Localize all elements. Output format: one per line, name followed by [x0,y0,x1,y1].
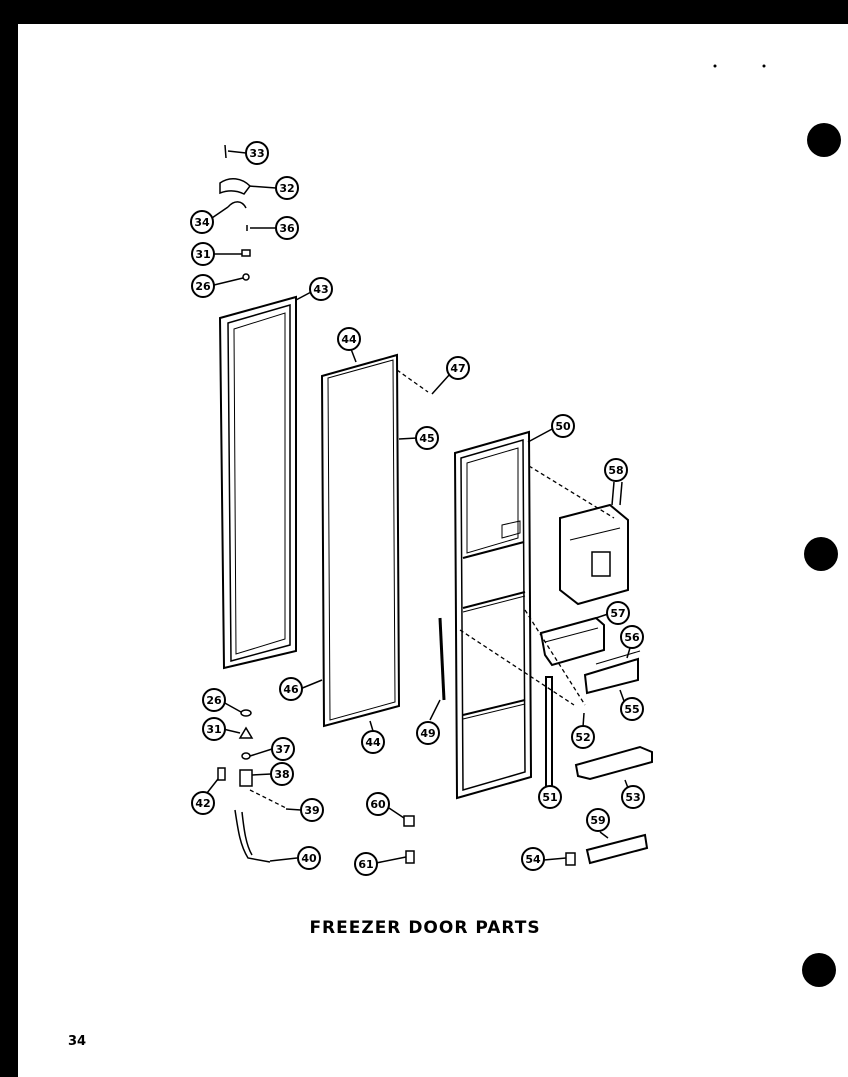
page-sheet [18,24,848,1077]
callout-32: 32 [275,176,299,200]
svg-text:43: 43 [313,283,328,296]
svg-text:50: 50 [555,420,571,433]
callout-55: 55 [620,697,644,721]
callout-59: 59 [586,808,610,832]
callout-39: 39 [300,798,324,822]
callout-38: 38 [270,762,294,786]
actuator-lever [574,745,653,781]
svg-text:60: 60 [370,798,386,811]
page-number: 34 [68,1034,87,1049]
svg-text:53: 53 [625,791,640,804]
callout-49: 49 [416,721,440,745]
callout-40: 40 [297,846,321,870]
callout-44-top: 44 [337,327,361,351]
door-gasket [218,295,297,670]
callout-37: 37 [271,737,295,761]
svg-text:32: 32 [279,182,294,195]
svg-text:44: 44 [365,736,381,749]
inner-door-liner [453,430,533,800]
callout-53: 53 [621,785,645,809]
callout-50: 50 [551,414,575,438]
callout-56: 56 [620,625,644,649]
callout-47: 47 [446,356,470,380]
svg-text:47: 47 [450,362,465,375]
punch-hole-bottom [802,953,836,987]
leader-dashes [249,369,615,809]
svg-text:58: 58 [608,464,623,477]
callout-34: 34 [190,210,214,234]
speck [762,64,766,68]
svg-text:57: 57 [610,607,625,620]
callout-57: 57 [606,601,630,625]
cover-strip [545,676,553,788]
callout-46: 46 [279,677,303,701]
callout-61: 61 [354,852,378,876]
callout-58: 58 [604,458,628,482]
drip-tray [539,616,605,667]
callout-42: 42 [191,791,215,815]
svg-text:49: 49 [420,727,435,740]
door-panel [320,353,401,728]
svg-text:54: 54 [525,853,541,866]
dispenser-housing [559,481,629,606]
callout-45: 45 [415,426,439,450]
callout-33: 33 [245,141,269,165]
punch-hole-middle [804,537,838,571]
tray-grille [583,650,641,695]
callout-31-bottom: 31 [202,717,226,741]
svg-text:37: 37 [275,743,290,756]
svg-text:45: 45 [419,432,434,445]
svg-text:52: 52 [575,731,590,744]
svg-text:26: 26 [195,280,211,293]
callout-43: 43 [309,277,333,301]
callout-26: 26 [191,274,215,298]
svg-text:56: 56 [624,631,640,644]
gasket-strip [438,617,446,701]
top-hinge-parts [219,144,251,281]
callout-36: 36 [275,216,299,240]
svg-text:33: 33 [249,147,264,160]
svg-text:31: 31 [195,248,210,261]
diagram-caption: FREEZER DOOR PARTS [309,918,541,938]
callout-60: 60 [366,792,390,816]
svg-text:46: 46 [283,683,299,696]
punch-hole-top [807,123,841,157]
svg-text:55: 55 [624,703,639,716]
svg-text:26: 26 [206,694,222,707]
callout-52: 52 [571,725,595,749]
callout-31: 31 [191,242,215,266]
callout-54: 54 [521,847,545,871]
callout-44-bottom: 44 [361,730,385,754]
svg-text:34: 34 [194,216,210,229]
leader-lines [206,150,631,864]
svg-text:31: 31 [206,723,221,736]
svg-text:36: 36 [279,222,295,235]
svg-text:39: 39 [304,804,319,817]
svg-text:59: 59 [590,814,605,827]
callouts: 33 32 34 36 31 26 43 44 47 45 50 58 57 5… [190,141,645,876]
bottom-hinge-parts [217,709,576,866]
callout-51: 51 [538,785,562,809]
svg-text:51: 51 [542,791,557,804]
callout-26-bottom: 26 [202,688,226,712]
trim-strip [585,833,649,865]
svg-text:44: 44 [341,333,357,346]
svg-text:38: 38 [274,768,289,781]
svg-text:42: 42 [195,797,210,810]
svg-text:61: 61 [358,858,373,871]
speck [713,64,717,68]
svg-text:40: 40 [301,852,317,865]
